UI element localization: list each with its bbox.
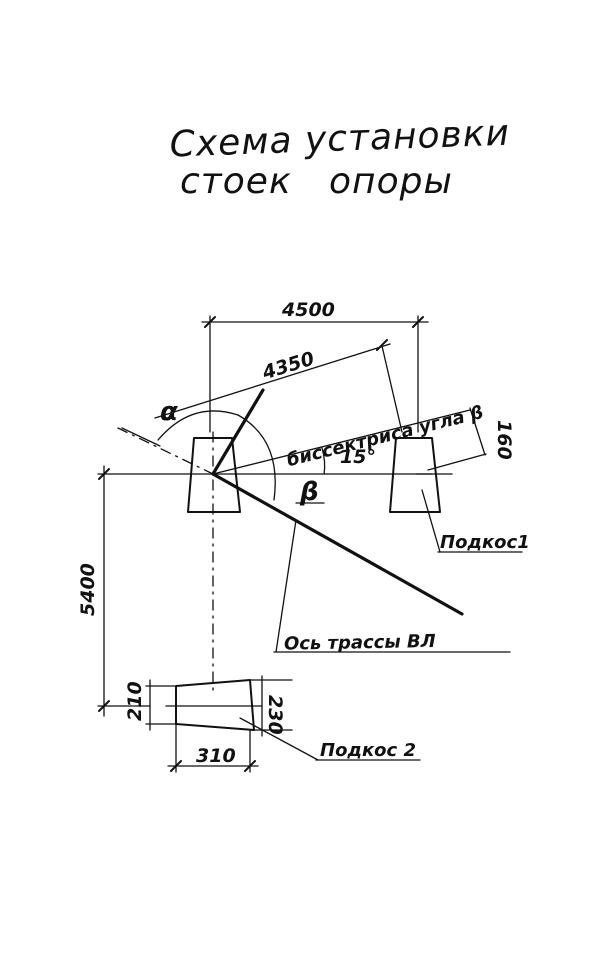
route-axis-leader (275, 519, 297, 653)
dim-4350-ext (381, 345, 403, 433)
dim-310-label: 310 (196, 745, 236, 767)
dim-4500-tick-left (204, 316, 216, 328)
dim-4350-label: 4350 (259, 348, 317, 385)
dim-230-label: 230 (264, 695, 286, 735)
alpha-arc (157, 410, 239, 441)
dim-210-label: 210 (124, 681, 146, 721)
route-axis-extension (117, 427, 214, 475)
dim-4500-tick-right (412, 316, 424, 328)
angle-15-label: 15° (340, 446, 376, 468)
beta-symbol: β (299, 477, 319, 507)
angle-15-arc (321, 447, 326, 475)
dim-4350-tick (376, 339, 388, 351)
alpha-symbol: α (160, 397, 178, 427)
dim-4350-line (154, 343, 391, 419)
dim-5400-tick-top (98, 468, 110, 480)
left-post (187, 437, 241, 513)
pole-line (211, 388, 265, 476)
dim-160-line (469, 407, 486, 456)
dim-310-tick-left (170, 760, 182, 772)
title-line-2: стоек опоры (180, 161, 453, 202)
route-axis-label: Ось трассы ВЛ (284, 631, 436, 655)
beta-arc (237, 414, 276, 501)
route-axis-line (211, 472, 464, 616)
dim-4500-label: 4500 (281, 299, 335, 321)
dim-5400-label: 5400 (77, 563, 99, 616)
brace2-leader (239, 717, 319, 761)
right-post (389, 437, 441, 513)
brace2-label: Подкос 2 (320, 740, 416, 761)
title-line-1: Схема установки (169, 113, 511, 166)
brace1-leader (421, 489, 441, 553)
brace2-shape (175, 679, 255, 731)
dim-310-tick-right (244, 760, 256, 772)
dim-160-label: 160 (493, 420, 515, 460)
alpha-line (121, 427, 161, 447)
bisector-label: биссектриса угла β (285, 402, 486, 471)
brace1-label: Подкос1 (440, 532, 530, 553)
dim-160-ext (427, 453, 487, 471)
bisector-line (212, 409, 471, 475)
